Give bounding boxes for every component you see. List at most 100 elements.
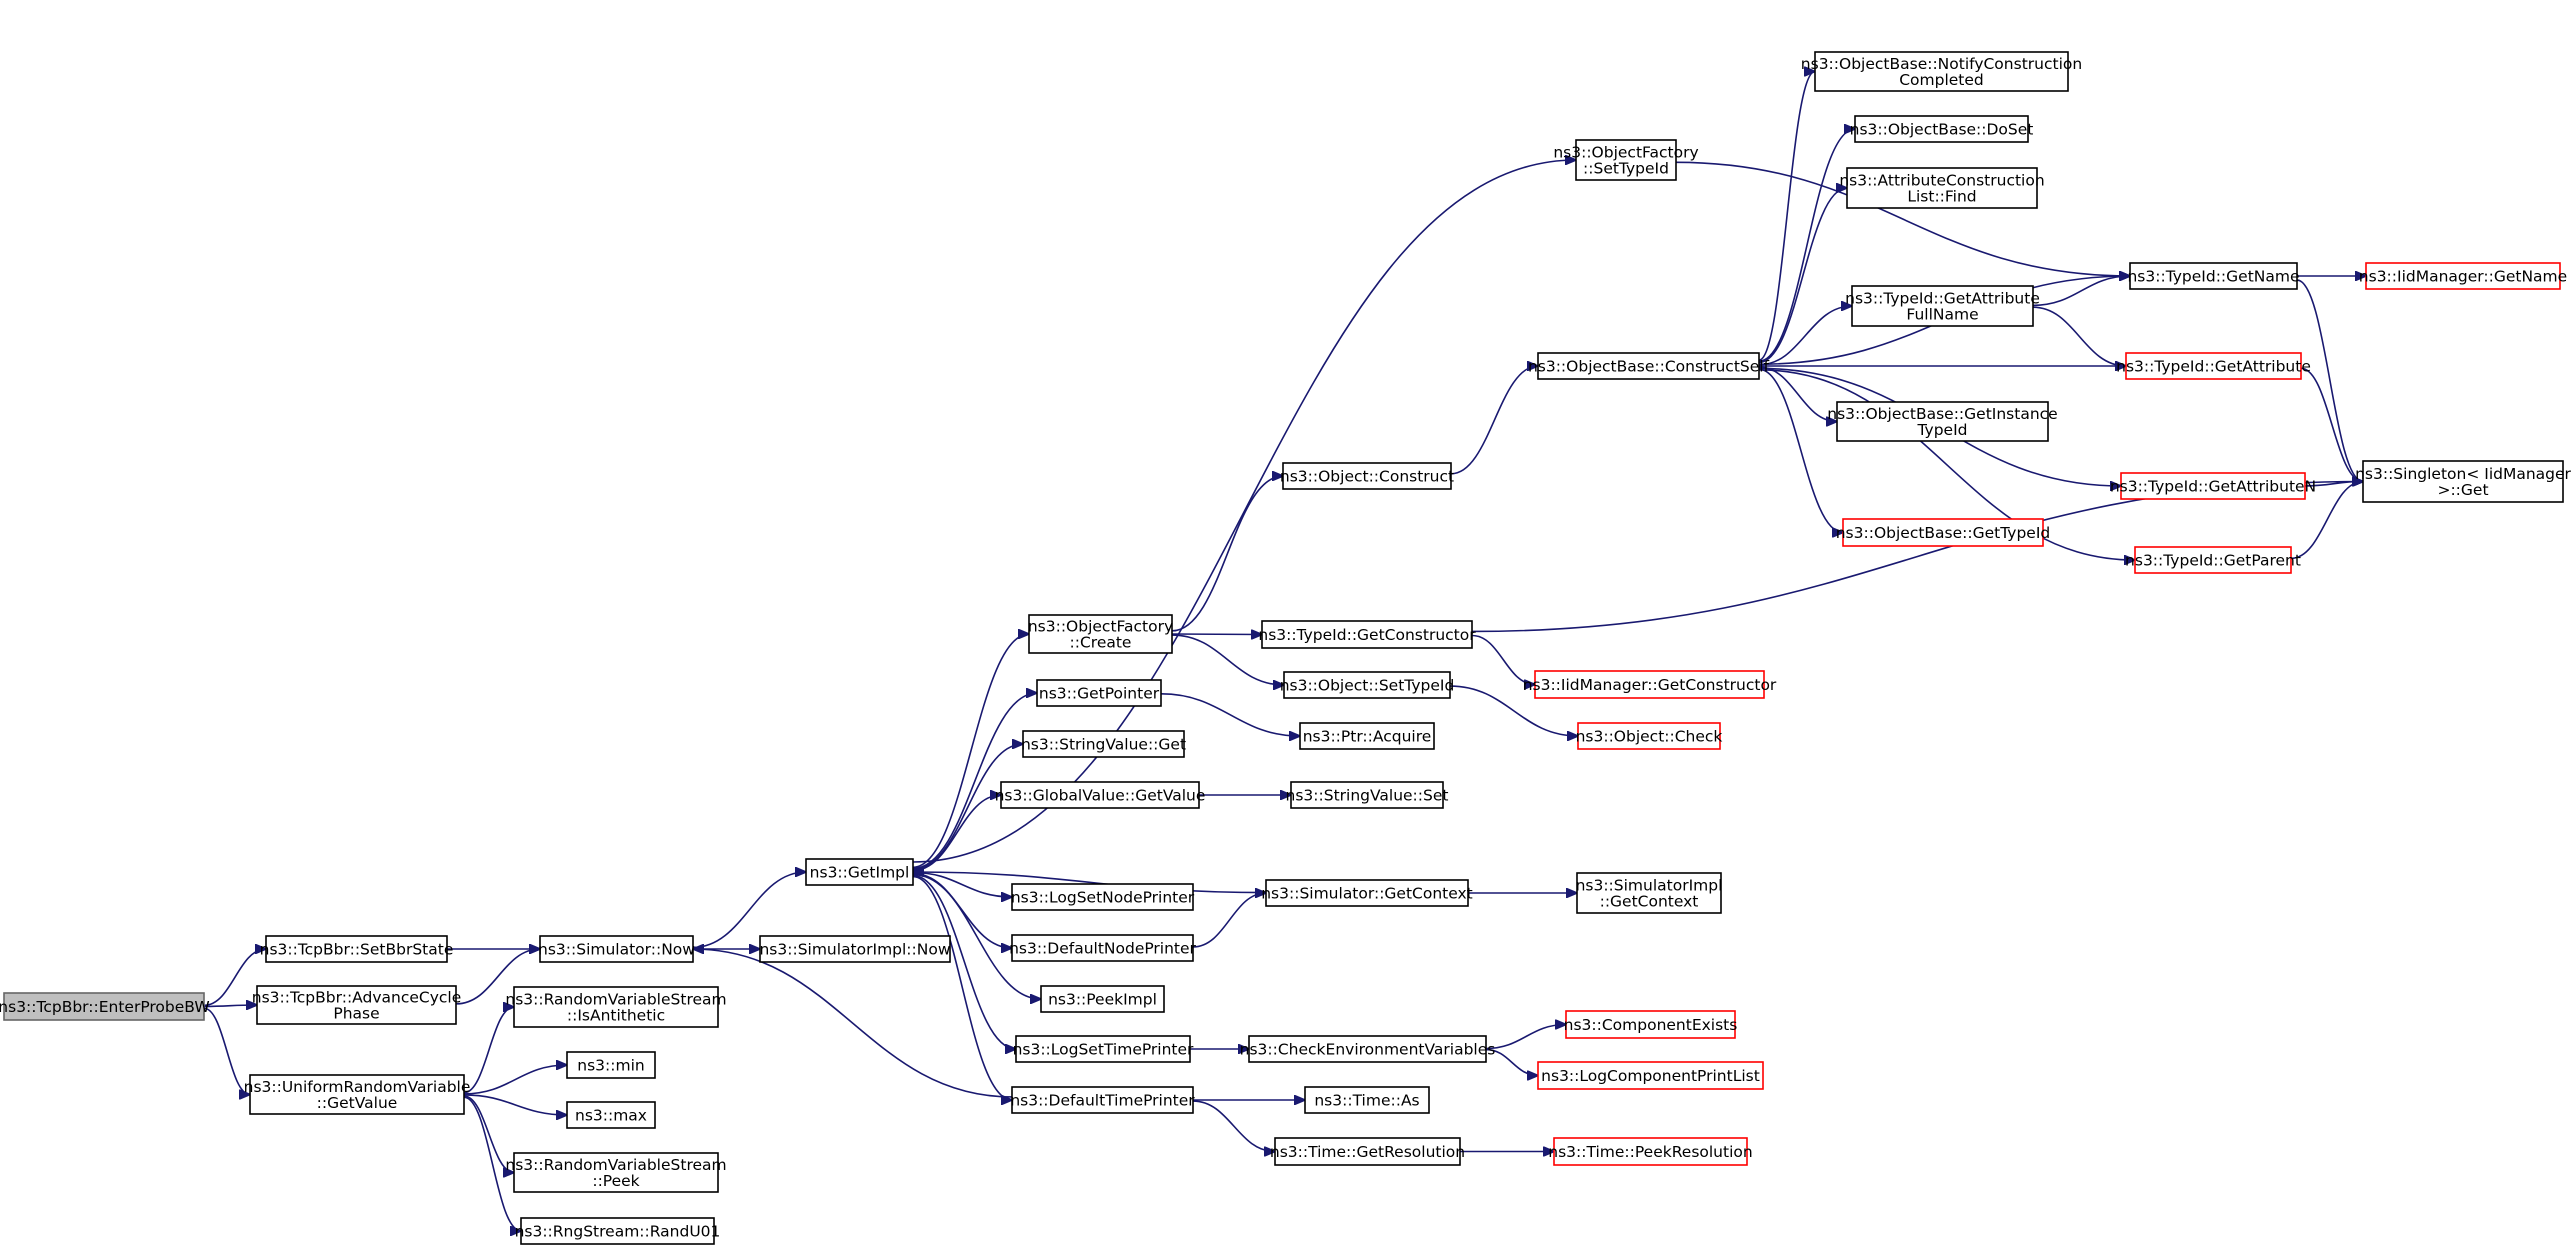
node-box[interactable] xyxy=(1304,1086,1430,1114)
graph-node[interactable]: ns3::TcpBbr::EnterProbeBW xyxy=(0,992,210,1021)
node-box[interactable] xyxy=(1028,614,1173,654)
graph-node[interactable]: ns3::LogSetTimePrinter xyxy=(1013,1035,1194,1063)
graph-node[interactable]: ns3::ObjectFactory::Create xyxy=(1028,614,1173,654)
graph-node[interactable]: ns3::Time::GetResolution xyxy=(1270,1137,1465,1166)
node-box[interactable] xyxy=(1282,462,1452,490)
graph-node[interactable]: ns3::min xyxy=(566,1051,656,1079)
node-box[interactable] xyxy=(256,985,457,1025)
node-box[interactable] xyxy=(1842,518,2044,547)
node-box[interactable] xyxy=(1836,401,2049,442)
node-box[interactable] xyxy=(1553,1137,1748,1166)
graph-node[interactable]: ns3::UniformRandomVariable::GetValue xyxy=(244,1074,471,1115)
graph-node[interactable]: ns3::DefaultNodePrinter xyxy=(1009,934,1197,962)
node-box[interactable] xyxy=(805,858,914,886)
node-box[interactable] xyxy=(1537,352,1760,380)
graph-node[interactable]: ns3::Object::Construct xyxy=(1280,462,1454,490)
node-box[interactable] xyxy=(1011,934,1194,962)
node-box[interactable] xyxy=(1011,1086,1194,1114)
node-box[interactable] xyxy=(520,1217,715,1245)
graph-node[interactable]: ns3::TypeId::GetConstructor xyxy=(1258,620,1476,649)
graph-node[interactable]: ns3::Object::Check xyxy=(1576,722,1723,750)
graph-node[interactable]: ns3::Time::As xyxy=(1304,1086,1430,1114)
graph-node[interactable]: ns3::TypeId::GetAttributeN xyxy=(2110,472,2316,500)
node-box[interactable] xyxy=(265,935,448,963)
graph-node[interactable]: ns3::TypeId::GetParent xyxy=(2125,546,2301,574)
node-box[interactable] xyxy=(1576,872,1722,914)
node-box[interactable] xyxy=(1814,51,2069,92)
node-box[interactable] xyxy=(2134,546,2292,574)
node-box[interactable] xyxy=(1000,781,1200,809)
node-box[interactable] xyxy=(2129,262,2298,290)
graph-node[interactable]: ns3::StringValue::Get xyxy=(1021,730,1186,758)
node-box[interactable] xyxy=(3,992,205,1021)
graph-node[interactable]: ns3::CheckEnvironmentVariables xyxy=(1240,1035,1496,1063)
node-box[interactable] xyxy=(1248,1035,1487,1063)
node-box[interactable] xyxy=(2365,262,2561,290)
node-box[interactable] xyxy=(1261,620,1473,649)
node-box[interactable] xyxy=(566,1101,656,1129)
graph-node[interactable]: ns3::RandomVariableStream::Peek xyxy=(505,1152,727,1193)
graph-node[interactable]: ns3::ComponentExists xyxy=(1564,1010,1738,1039)
graph-node[interactable]: ns3::GetPointer xyxy=(1036,679,1162,707)
node-box[interactable] xyxy=(1537,1061,1764,1090)
graph-node[interactable]: ns3::GlobalValue::GetValue xyxy=(995,781,1206,809)
node-box[interactable] xyxy=(1274,1137,1461,1166)
graph-node[interactable]: ns3::RandomVariableStream::IsAntithetic xyxy=(505,986,727,1028)
graph-node[interactable]: ns3::IidManager::GetName xyxy=(2359,262,2567,290)
graph-node[interactable]: ns3::ObjectBase::ConstructSelf xyxy=(1528,352,1770,380)
graph-node[interactable]: ns3::PeekImpl xyxy=(1040,985,1165,1013)
node-box[interactable] xyxy=(1283,671,1451,699)
graph-node[interactable]: ns3::Singleton< IidManager >::Get xyxy=(2355,460,2571,503)
node-box[interactable] xyxy=(1577,722,1721,750)
graph-node[interactable]: ns3::Time::PeekResolution xyxy=(1548,1137,1753,1166)
node-box[interactable] xyxy=(2362,460,2564,503)
graph-node[interactable]: ns3::RngStream::RandU01 xyxy=(515,1217,721,1245)
graph-node[interactable]: ns3::TcpBbr::SetBbrState xyxy=(260,935,454,963)
graph-node[interactable]: ns3::DefaultTimePrinter xyxy=(1010,1086,1195,1114)
node-box[interactable] xyxy=(539,935,694,963)
node-box[interactable] xyxy=(1015,1035,1191,1063)
graph-node[interactable]: ns3::Simulator::GetContext xyxy=(1261,879,1473,907)
graph-node[interactable]: ns3::ObjectBase::GetTypeId xyxy=(1836,518,2051,547)
graph-node[interactable]: ns3::ObjectBase::NotifyConstructionCompl… xyxy=(1801,51,2082,92)
node-box[interactable] xyxy=(759,935,951,963)
node-box[interactable] xyxy=(1290,781,1444,809)
node-box[interactable] xyxy=(1036,679,1162,707)
node-box[interactable] xyxy=(1575,139,1677,181)
node-box[interactable] xyxy=(1565,1010,1736,1039)
node-box[interactable] xyxy=(566,1051,656,1079)
graph-node[interactable]: ns3::Ptr::Acquire xyxy=(1299,722,1435,750)
node-box[interactable] xyxy=(249,1074,465,1115)
graph-node[interactable]: ns3::TypeId::GetAttribute xyxy=(2116,352,2311,380)
node-box[interactable] xyxy=(513,1152,719,1193)
graph-node[interactable]: ns3::StringValue::Set xyxy=(1286,781,1449,809)
graph-node[interactable]: ns3::LogComponentPrintList xyxy=(1537,1061,1764,1090)
node-box[interactable] xyxy=(1040,985,1165,1013)
graph-node[interactable]: ns3::SimulatorImpl::GetContext xyxy=(1576,872,1723,914)
node-box[interactable] xyxy=(2125,352,2302,380)
graph-node[interactable]: ns3::LogSetNodePrinter xyxy=(1011,883,1195,911)
node-box[interactable] xyxy=(1022,730,1185,758)
node-box[interactable] xyxy=(1299,722,1435,750)
graph-node[interactable]: ns3::Simulator::Now xyxy=(538,935,695,963)
node-box[interactable] xyxy=(1846,167,2038,209)
node-box[interactable] xyxy=(2120,472,2306,500)
node-box[interactable] xyxy=(1265,879,1469,907)
node-box[interactable] xyxy=(1534,670,1765,699)
graph-node[interactable]: ns3::SimulatorImpl::Now xyxy=(759,935,951,963)
graph-node[interactable]: ns3::ObjectBase::DoSet xyxy=(1850,115,2034,143)
graph-node[interactable]: ns3::ObjectFactory::SetTypeId xyxy=(1553,139,1699,181)
node-box[interactable] xyxy=(1011,883,1194,911)
graph-node[interactable]: ns3::max xyxy=(566,1101,656,1129)
node-box[interactable] xyxy=(1851,285,2034,327)
graph-node[interactable]: ns3::IidManager::GetConstructor xyxy=(1523,670,1777,699)
node-box[interactable] xyxy=(513,986,719,1028)
graph-node[interactable]: ns3::TypeId::GetName xyxy=(2127,262,2300,290)
graph-node[interactable]: ns3::GetImpl xyxy=(805,858,914,886)
node-box[interactable] xyxy=(1854,115,2029,143)
graph-node[interactable]: ns3::Object::SetTypeId xyxy=(1280,671,1455,699)
